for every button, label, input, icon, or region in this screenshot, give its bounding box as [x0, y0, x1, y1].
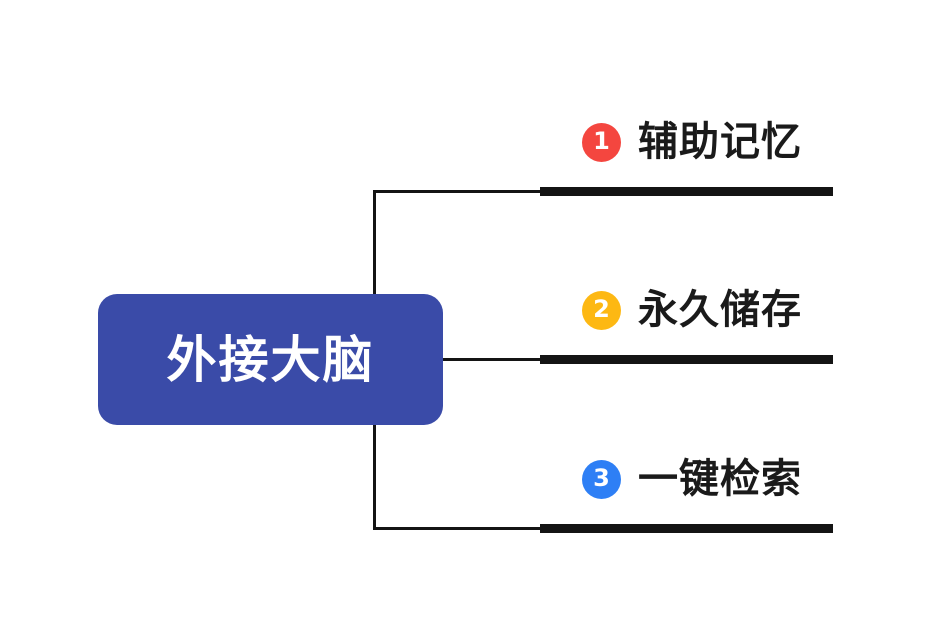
- branch-item-2[interactable]: 2 永久储存: [582, 290, 802, 330]
- number-badge-1-value: 1: [593, 127, 610, 155]
- center-node-label: 外接大脑: [166, 330, 375, 389]
- branch-label-2: 永久储存: [638, 287, 802, 333]
- branch-label-1: 辅助记忆: [638, 119, 802, 165]
- branch-item-3[interactable]: 3 一键检索: [582, 459, 802, 499]
- number-badge-1: 1: [582, 122, 621, 162]
- branch-bar-3: [540, 524, 833, 533]
- branch-bar-1: [540, 187, 833, 196]
- center-node[interactable]: 外接大脑: [98, 294, 443, 425]
- number-badge-2: 2: [582, 290, 621, 330]
- number-badge-3-value: 3: [593, 464, 610, 492]
- branch-bar-2: [540, 355, 833, 364]
- number-badge-3: 3: [582, 459, 621, 499]
- branch-label-3: 一键检索: [638, 456, 802, 502]
- number-badge-2-value: 2: [593, 295, 610, 323]
- branch-item-1[interactable]: 1 辅助记忆: [582, 122, 802, 162]
